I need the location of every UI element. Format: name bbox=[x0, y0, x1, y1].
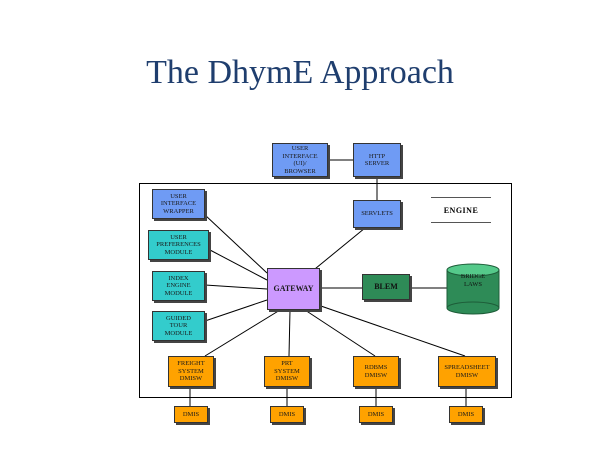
engine-boundary bbox=[139, 183, 512, 398]
ui-wrapper-box: USER INTERFACE WRAPPER bbox=[152, 189, 205, 219]
dmis-box-2: DMIS bbox=[270, 406, 304, 423]
link-gateway-prefs bbox=[209, 249, 268, 281]
engine-label: ENGINE bbox=[431, 197, 491, 223]
page-title: The DhymE Approach bbox=[146, 54, 454, 91]
link-gateway-rdbms bbox=[304, 309, 376, 357]
freight-system-box: FREIGHT SYSTEM DMISW bbox=[168, 356, 214, 387]
link-gateway-servlets bbox=[309, 227, 366, 274]
servlets-box: SERVLETS bbox=[353, 200, 401, 228]
rdbms-box: RDBMS DMISW bbox=[353, 356, 399, 387]
user-interface-browser-box: USER INTERFACE (UI)/ BROWSER bbox=[272, 143, 328, 177]
bridge-laws-label: BRIDGE LAWS bbox=[460, 273, 486, 288]
link-gateway-wrapper bbox=[204, 214, 268, 274]
guided-tour-box: GUIDED TOUR MODULE bbox=[152, 311, 205, 341]
blem-box: BLEM bbox=[362, 274, 410, 300]
dmis-box-3: DMIS bbox=[359, 406, 393, 423]
prt-system-box: PRT SYSTEM DMISW bbox=[264, 356, 310, 387]
link-gateway-freight bbox=[204, 309, 281, 357]
http-server-box: HTTP SERVER bbox=[353, 143, 401, 177]
link-gateway-spreadsheet bbox=[317, 304, 466, 357]
gateway-box: GATEWAY bbox=[267, 268, 320, 310]
link-gateway-guided bbox=[204, 299, 268, 322]
link-gateway-index bbox=[204, 284, 268, 290]
user-preferences-box: USER PREFERENCES MODULE bbox=[148, 230, 209, 260]
link-gateway-prt bbox=[288, 309, 291, 357]
index-engine-box: INDEX ENGINE MODULE bbox=[152, 271, 205, 301]
bridge-laws-drum-icon bbox=[446, 263, 500, 315]
dmis-box-4: DMIS bbox=[449, 406, 483, 423]
spreadsheet-box: SPREADSHEET DMISW bbox=[438, 356, 496, 387]
dmis-box-1: DMIS bbox=[174, 406, 208, 423]
